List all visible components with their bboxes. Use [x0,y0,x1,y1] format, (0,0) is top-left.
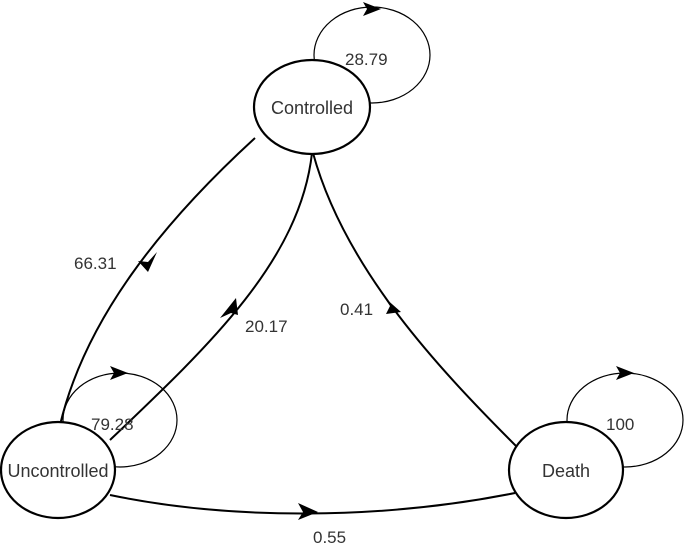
edge-label-controlled-to-uncontrolled: 66.31 [74,254,117,273]
edge-label-uncontrolled-self: 79.28 [91,415,134,434]
node-controlled [252,58,372,156]
node-uncontrolled [0,420,117,520]
node-label-controlled: Controlled [271,98,353,118]
edge-label-uncontrolled-to-death: 0.55 [313,528,346,546]
edge-label-controlled-to-death: 0.41 [340,300,373,319]
node-label-death: Death [542,461,590,481]
arrow-controlled-to-death [384,297,401,314]
loop-arrow-uncontrolled [110,366,128,380]
edge-controlled-to-death [312,152,521,451]
node-label-uncontrolled: Uncontrolled [7,461,108,481]
edge-label-uncontrolled-to-controlled: 20.17 [245,317,288,336]
edge-uncontrolled-to-controlled [109,152,313,441]
arrow-controlled-to-uncontrolled [138,252,157,272]
arrow-uncontrolled-to-death [298,503,318,520]
edge-label-controlled-self: 28.79 [345,50,388,69]
edge-controlled-to-uncontrolled [59,137,256,426]
edge-label-death-self: 100 [606,415,634,434]
loop-arrow-controlled [363,2,381,16]
arrow-uncontrolled-to-controlled [220,298,238,318]
node-death [507,420,625,520]
loop-arrow-death [616,366,634,380]
